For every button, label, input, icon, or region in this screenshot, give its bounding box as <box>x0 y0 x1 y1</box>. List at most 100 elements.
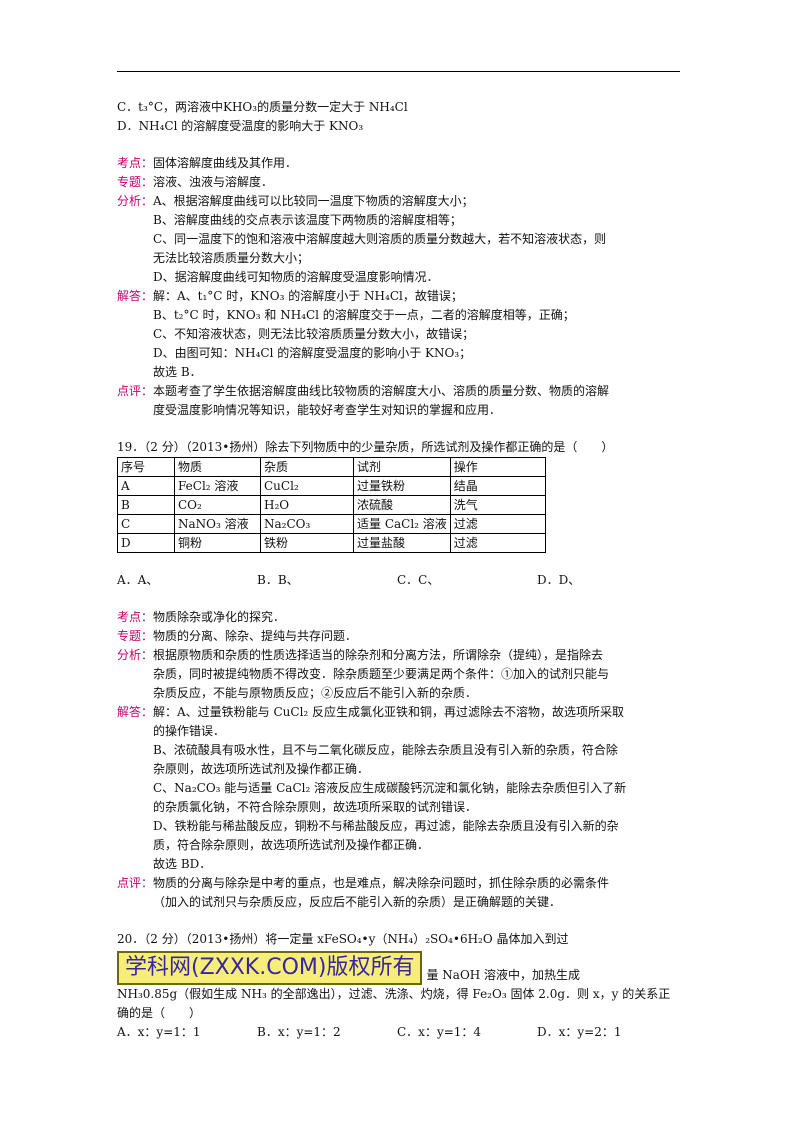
q20-stem-line: 确的是（ ） <box>117 1006 202 1020</box>
table-cell: 过量盐酸 <box>353 533 451 553</box>
table-row: A FeCl₂ 溶液 CuCl₂ 过量铁粉 结晶 <box>117 476 546 496</box>
dianping-line: （加入的试剂只与杂质反应，反应后不能引入新的杂质）是正确解题的关键． <box>153 895 562 909</box>
jieda-line: C、Na₂CO₃ 能与适量 CaCl₂ 溶液反应生成碳酸钙沉淀和氯化钠，能除去杂… <box>153 781 627 795</box>
jieda-line: 解：A、过量铁粉能与 CuCl₂ 反应生成氯化亚铁和铜，再过滤除去不溶物，故选项… <box>153 705 625 719</box>
document-page: C．t₃°C，两溶液中KHO₃的质量分数一定大于 NH₄Cl D．NH₄Cl 的… <box>117 98 687 1042</box>
table-cell: 浓硫酸 <box>353 495 451 515</box>
table-cell: A <box>117 476 175 496</box>
option-d: D．x：y=2：1 <box>537 1025 622 1039</box>
jieda-line: 解：A、t₁°C 时，KNO₃ 的溶解度小于 NH₄Cl，故错误； <box>153 289 463 303</box>
zhuanti-label: 专题： <box>117 629 154 643</box>
kaodian-label: 考点： <box>117 610 154 624</box>
table-cell: D <box>117 533 175 553</box>
dianping-label: 点评： <box>117 876 154 890</box>
q19-dianping: 点评： 物质的分离与除杂是中考的重点，也是难点，解决除杂问题时，抓住除杂质的必需… <box>117 874 687 912</box>
dianping-line: 物质的分离与除杂是中考的重点，也是难点，解决除杂问题时，抓住除杂质的必需条件 <box>153 876 610 890</box>
zhuanti-text: 溶液、浊液与溶解度． <box>153 175 274 189</box>
q19-zhuanti: 专题： 物质的分离、除杂、提纯与共存问题． <box>117 627 687 646</box>
watermark-banner: 学科网(ZXXK.COM)版权所有 <box>117 951 423 985</box>
dianping-line: 本题考查了学生依据溶解度曲线比较物质的溶解度大小、溶质的质量分数、物质的溶解 <box>153 384 610 398</box>
q19-options: A．A、 B．B、 C．C、 D．D、 <box>117 571 687 590</box>
fenxi-line: 根据原物质和杂质的性质选择适当的除杂剂和分离方法，所谓除杂（提纯），是指除去 <box>153 648 604 662</box>
jieda-line: C、不知溶液状态，则无法比较溶质质量分数大小，故错误； <box>153 327 475 341</box>
header-rule <box>117 71 680 72</box>
jieda-line: 杂原则，故选项所选试剂及操作都正确． <box>153 762 370 776</box>
jieda-line: 质，符合除杂原则，故选项所选试剂及操作都正确． <box>153 838 430 852</box>
q19-jieda: 解答： 解：A、过量铁粉能与 CuCl₂ 反应生成氯化亚铁和铜，再过滤除去不溶物… <box>117 703 687 874</box>
option-a: A．A、 <box>117 573 159 587</box>
kaodian-text: 固体溶解度曲线及其作用． <box>153 156 298 170</box>
q19-fenxi: 分析： 根据原物质和杂质的性质选择适当的除杂剂和分离方法，所谓除杂（提纯），是指… <box>117 646 687 703</box>
fenxi-line: C、同一温度下的饱和溶液中溶解度越大则溶质的质量分数越大，若不知溶液状态，则 <box>153 232 607 246</box>
table-cell: NaNO₃ 溶液 <box>174 514 261 534</box>
fenxi-label: 分析： <box>117 194 154 208</box>
jieda-line: 的杂质氯化钠，不符合除杂原则，故选项所采取的试剂错误． <box>153 800 478 814</box>
q19-kaodian: 考点： 物质除杂或净化的探究． <box>117 608 687 627</box>
table-header-cell: 序号 <box>117 457 175 477</box>
q18-option-d: D．NH₄Cl 的溶解度受温度的影响大于 KNO₃ <box>117 119 364 133</box>
jieda-line: 故选 BD． <box>153 857 212 871</box>
fenxi-line: B、溶解度曲线的交点表示该温度下两物质的溶解度相等； <box>153 213 462 227</box>
table-cell: 适量 CaCl₂ 溶液 <box>353 514 451 534</box>
q19-table: 序号 物质 杂质 试剂 操作 A FeCl₂ 溶液 CuCl₂ 过量铁粉 结晶 … <box>117 457 546 553</box>
fenxi-label: 分析： <box>117 648 154 662</box>
jieda-line: B、浓硫酸具有吸水性，且不与二氧化碳反应，能除去杂质且没有引入新的杂质，符合除 <box>153 743 618 757</box>
table-header-cell: 试剂 <box>353 457 451 477</box>
q18-fenxi: 分析： A、根据溶解度曲线可以比较同一温度下物质的溶解度大小； B、溶解度曲线的… <box>117 192 687 287</box>
table-cell: 过滤 <box>449 533 546 553</box>
table-row: D 铜粉 铁粉 过量盐酸 过滤 <box>117 533 546 553</box>
table-cell: 过滤 <box>449 514 546 534</box>
q20-banner-line: 学科网(ZXXK.COM)版权所有 量 NaOH 溶液中，加热生成 <box>117 949 687 985</box>
table-cell: 过量铁粉 <box>353 476 451 496</box>
table-cell: FeCl₂ 溶液 <box>174 476 261 496</box>
fenxi-line: 杂质反应，不能与原物质反应；②反应后不能引入新的杂质． <box>153 686 478 700</box>
q20-stem: 20．（2 分）（2013•扬州）将一定量 xFeSO₄•y（NH₄）₂SO₄•… <box>117 932 569 946</box>
jieda-label: 解答： <box>117 289 154 303</box>
table-cell: C <box>117 514 175 534</box>
jieda-line: D、由图可知：NH₄Cl 的溶解度受温度的影响小于 KNO₃； <box>153 346 472 360</box>
option-b: B．B、 <box>257 573 299 587</box>
fenxi-line: A、根据溶解度曲线可以比较同一温度下物质的溶解度大小； <box>153 194 474 208</box>
q18-jieda: 解答： 解：A、t₁°C 时，KNO₃ 的溶解度小于 NH₄Cl，故错误； B、… <box>117 287 687 382</box>
fenxi-line: D、据溶解度曲线可知物质的溶解度受温度影响情况． <box>153 270 439 284</box>
table-row: C NaNO₃ 溶液 Na₂CO₃ 适量 CaCl₂ 溶液 过滤 <box>117 514 546 534</box>
q20-options: A．x：y=1：1 B．x：y=1：2 C．x：y=1：4 D．x：y=2：1 <box>117 1023 687 1042</box>
table-row: B CO₂ H₂O 浓硫酸 洗气 <box>117 495 546 515</box>
q20-stem-continued: 量 NaOH 溶液中，加热生成 <box>426 968 581 982</box>
jieda-line: 故选 B． <box>153 365 202 379</box>
q19-stem: 19．（2 分）（2013•扬州）除去下列物质中的少量杂质，所选试剂及操作都正确… <box>117 440 614 454</box>
q18-dianping: 点评： 本题考查了学生依据溶解度曲线比较物质的溶解度大小、溶质的质量分数、物质的… <box>117 382 687 420</box>
table-cell: H₂O <box>260 495 354 515</box>
q18-kaodian: 考点： 固体溶解度曲线及其作用． <box>117 154 687 173</box>
jieda-label: 解答： <box>117 705 154 719</box>
kaodian-text: 物质除杂或净化的探究． <box>153 610 286 624</box>
table-cell: 结晶 <box>449 476 546 496</box>
q18-option-c: C．t₃°C，两溶液中KHO₃的质量分数一定大于 NH₄Cl <box>117 100 408 114</box>
q18-zhuanti: 专题： 溶液、浊液与溶解度． <box>117 173 687 192</box>
table-header-row: 序号 物质 杂质 试剂 操作 <box>117 457 546 477</box>
jieda-line: 的操作错误． <box>153 724 226 738</box>
table-header-cell: 操作 <box>449 457 546 477</box>
table-header-cell: 杂质 <box>260 457 354 477</box>
kaodian-label: 考点： <box>117 156 154 170</box>
table-cell: CuCl₂ <box>260 476 354 496</box>
table-cell: 铁粉 <box>260 533 354 553</box>
option-a: A．x：y=1：1 <box>117 1025 201 1039</box>
dianping-label: 点评： <box>117 384 154 398</box>
zhuanti-text: 物质的分离、除杂、提纯与共存问题． <box>153 629 358 643</box>
option-b: B．x：y=1：2 <box>257 1025 341 1039</box>
table-cell: 洗气 <box>449 495 546 515</box>
jieda-line: D、铁粉能与稀盐酸反应，铜粉不与稀盐酸反应，再过滤，能除去杂质且没有引入新的杂 <box>153 819 619 833</box>
option-c: C．x：y=1：4 <box>397 1025 482 1039</box>
fenxi-line: 杂质，同时被提纯物质不得改变．除杂质题至少要满足两个条件：①加入的试剂只能与 <box>153 667 610 681</box>
zhuanti-label: 专题： <box>117 175 154 189</box>
option-c: C．C、 <box>397 573 440 587</box>
table-header-cell: 物质 <box>174 457 261 477</box>
table-cell: B <box>117 495 175 515</box>
dianping-line: 度受温度影响情况等知识，能较好考查学生对知识的掌握和应用． <box>153 403 502 417</box>
q20-stem-line: NH₃0.85g（假如生成 NH₃ 的全部逸出），过滤、洗涤、灼烧，得 Fe₂O… <box>117 987 671 1001</box>
table-cell: CO₂ <box>174 495 261 515</box>
jieda-line: B、t₂°C 时，KNO₃ 和 NH₄Cl 的溶解度交于一点，二者的溶解度相等，… <box>153 308 575 322</box>
fenxi-line: 无法比较溶质质量分数大小； <box>153 251 310 265</box>
table-cell: Na₂CO₃ <box>260 514 354 534</box>
